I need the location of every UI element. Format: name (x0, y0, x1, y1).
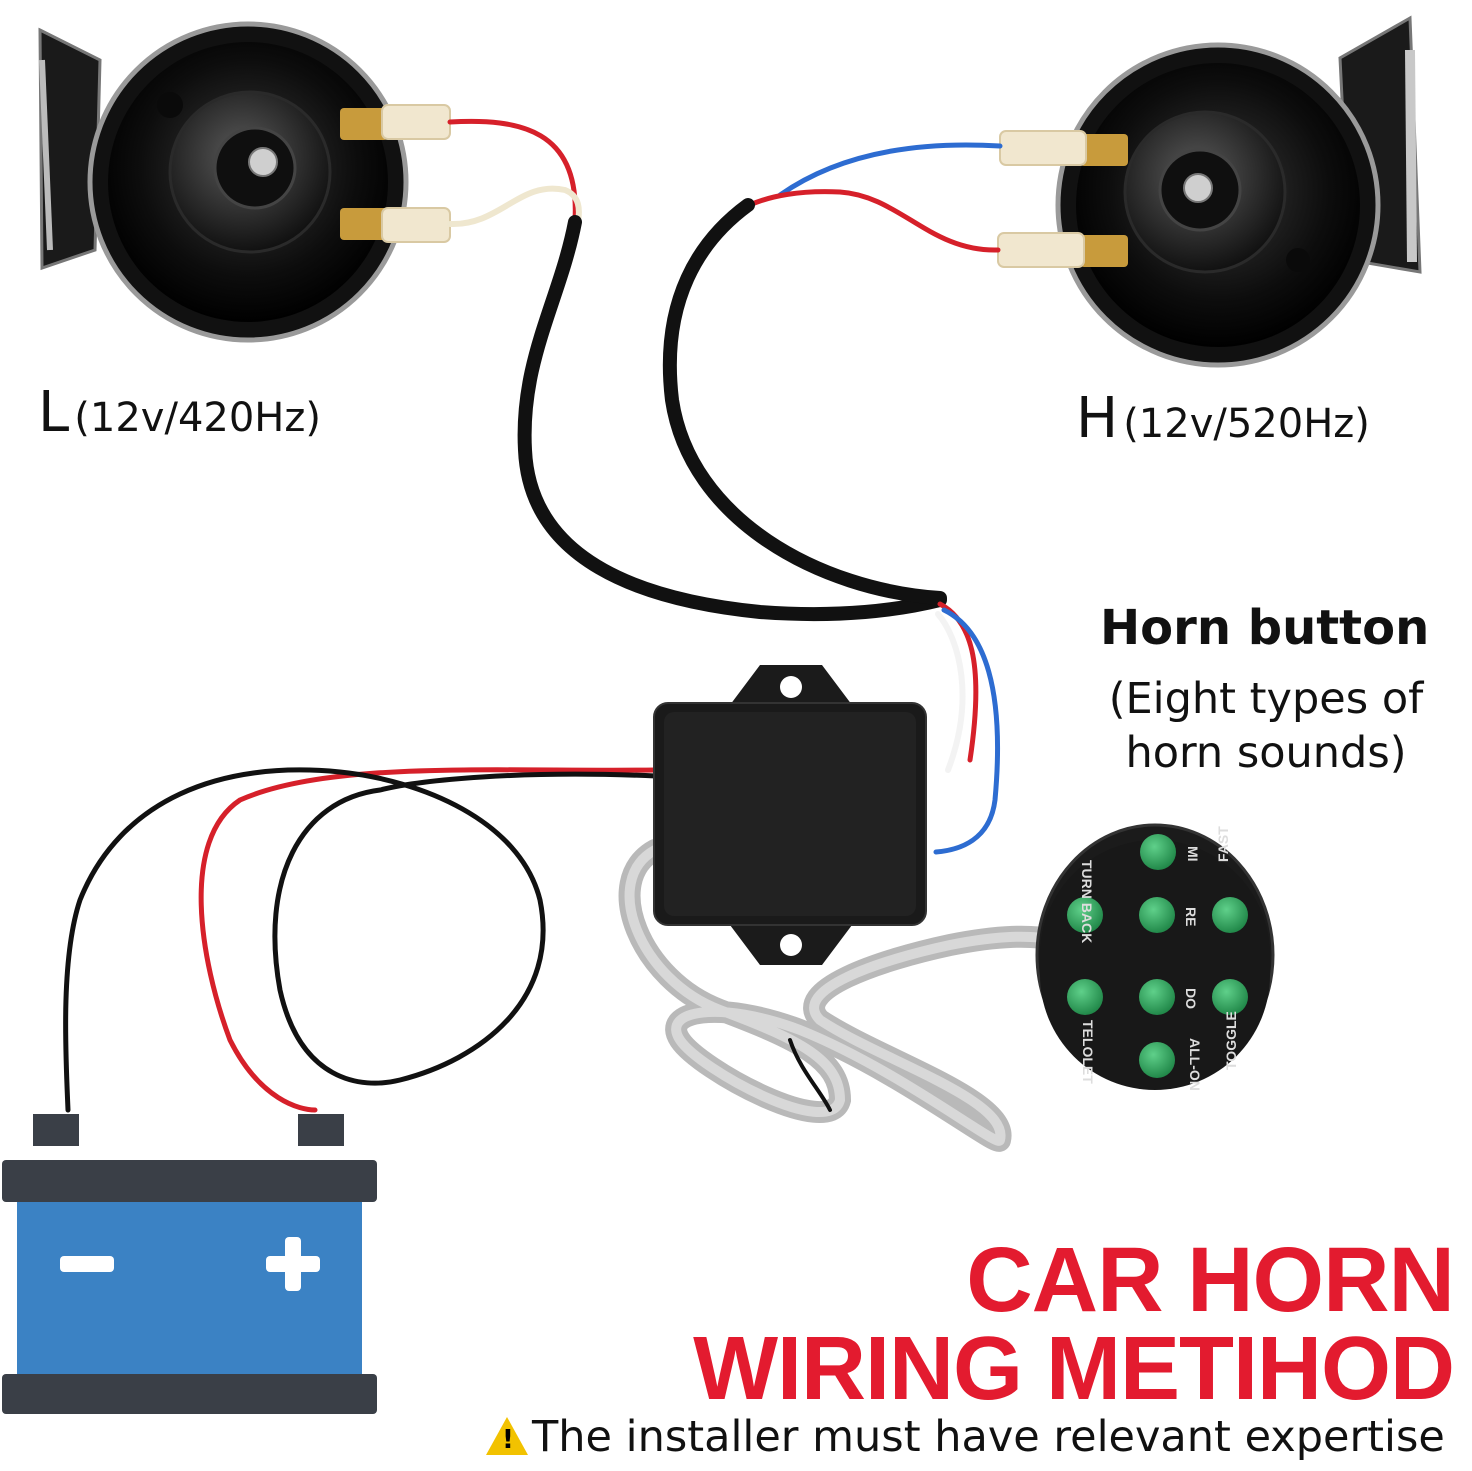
button-do[interactable] (1139, 979, 1175, 1015)
button-label-re: RE (1183, 907, 1199, 926)
horn-wires (447, 118, 1003, 855)
horn-button-subtitle-line2: horn sounds) (1125, 728, 1407, 778)
button-telolet[interactable] (1067, 979, 1103, 1015)
battery-minus-icon (60, 1256, 114, 1272)
horn-right-spec: (12v/520Hz) (1123, 401, 1370, 447)
horn-button-subtitle-line1: (Eight types of (1108, 674, 1424, 724)
horn-right (997, 15, 1422, 368)
button-mi[interactable] (1140, 834, 1176, 870)
horn-button-title: Horn button (1100, 600, 1430, 656)
button-label-toggle: TOGGLE (1223, 1011, 1239, 1070)
horn-right-label: H (12v/520Hz) (1076, 386, 1370, 451)
battery-terminal-positive (298, 1114, 344, 1146)
button-label-fast: FAST (1215, 826, 1231, 862)
warning-icon: ! (486, 1417, 528, 1455)
button-label-all-on: ALL-ON (1187, 1038, 1203, 1091)
ribbon-cable (618, 839, 1071, 1152)
battery (2, 1114, 377, 1414)
button-fast[interactable] (1212, 897, 1248, 933)
control-module (653, 665, 927, 965)
battery-terminal-negative (33, 1114, 79, 1146)
warning-text: The installer must have relevant experti… (532, 1412, 1445, 1462)
horn-left-letter: L (38, 380, 70, 445)
button-label-turn-back: TURN BACK (1079, 860, 1095, 943)
button-re[interactable] (1139, 897, 1175, 933)
horn-left (38, 21, 451, 343)
button-toggle[interactable] (1212, 979, 1248, 1015)
headline-line1: CAR HORN (966, 1229, 1455, 1331)
button-label-do: DO (1183, 988, 1199, 1009)
button-label-mi: MI (1185, 846, 1201, 862)
horn-left-label: L (12v/420Hz) (38, 380, 321, 445)
horn-button-subtitle: (Eight types of horn sounds) (1092, 672, 1440, 780)
warning-line: !The installer must have relevant expert… (486, 1412, 1445, 1462)
button-all-on[interactable] (1139, 1042, 1175, 1078)
button-turn-back[interactable] (1067, 897, 1103, 933)
horn-right-letter: H (1076, 386, 1119, 451)
horn-left-spec: (12v/420Hz) (74, 395, 321, 441)
battery-wires (63, 767, 659, 1113)
horn-button-pad (1035, 823, 1275, 1090)
horn-button-grid: MI TURN BACK RE FAST TELOLET DO TOGGLE A… (1067, 826, 1248, 1091)
button-label-telolet: TELOLET (1080, 1020, 1096, 1084)
headline-line2: WIRING METIHOD (693, 1319, 1455, 1419)
